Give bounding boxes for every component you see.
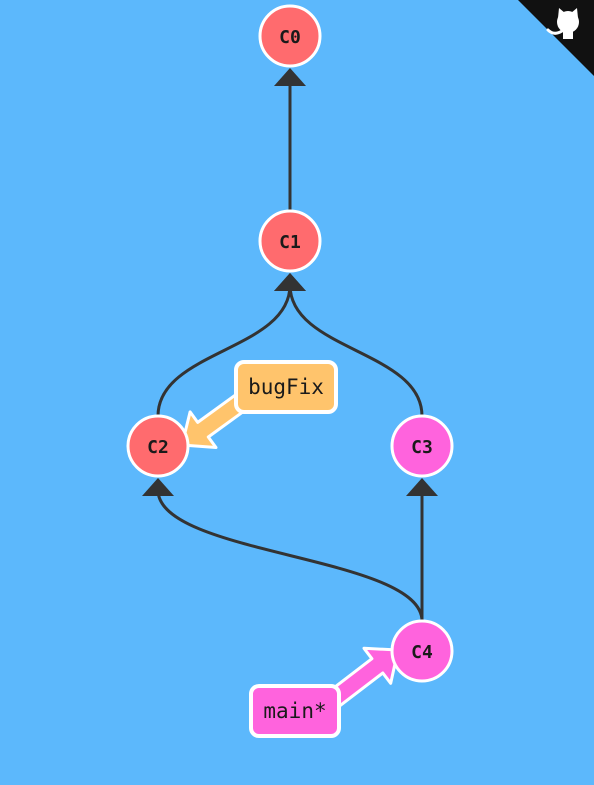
commit-label: C0 <box>279 27 301 48</box>
github-corner[interactable] <box>518 0 594 76</box>
commit-label: C1 <box>279 232 301 253</box>
edge-c3-to-c1 <box>288 284 424 417</box>
edge-arrowhead <box>142 478 174 496</box>
branch-name: main* <box>263 699 326 723</box>
commit-node <box>258 209 322 273</box>
github-octocat-icon <box>546 8 579 39</box>
branch-labels: bugFix main* <box>180 360 400 738</box>
commit-c0[interactable]: C0 <box>258 4 322 68</box>
commit-node <box>126 414 190 478</box>
branch-label-box <box>234 360 338 414</box>
edge-arrowhead <box>406 478 438 496</box>
edge-c4-to-c2 <box>156 489 424 622</box>
commit-label: C3 <box>411 437 433 458</box>
edge-arrowhead <box>274 273 306 291</box>
edges <box>142 68 438 622</box>
commit-node <box>390 619 454 683</box>
commit-c3[interactable]: C3 <box>390 414 454 478</box>
commit-c1[interactable]: C1 <box>258 209 322 273</box>
commit-label: C4 <box>411 642 433 663</box>
edge-arrowhead <box>274 68 306 86</box>
branch-main[interactable]: main* <box>249 646 400 738</box>
corner-triangle[interactable] <box>518 0 594 76</box>
commit-c2[interactable]: C2 <box>126 414 190 478</box>
commit-node <box>390 414 454 478</box>
branch-label-box <box>249 684 341 738</box>
edge-c2-to-c1 <box>156 284 292 417</box>
commit-node <box>258 4 322 68</box>
branch-name: bugFix <box>248 375 324 399</box>
commit-label: C2 <box>147 437 169 458</box>
branch-bugfix[interactable]: bugFix <box>180 360 338 449</box>
commit-c4[interactable]: C4 <box>390 619 454 683</box>
